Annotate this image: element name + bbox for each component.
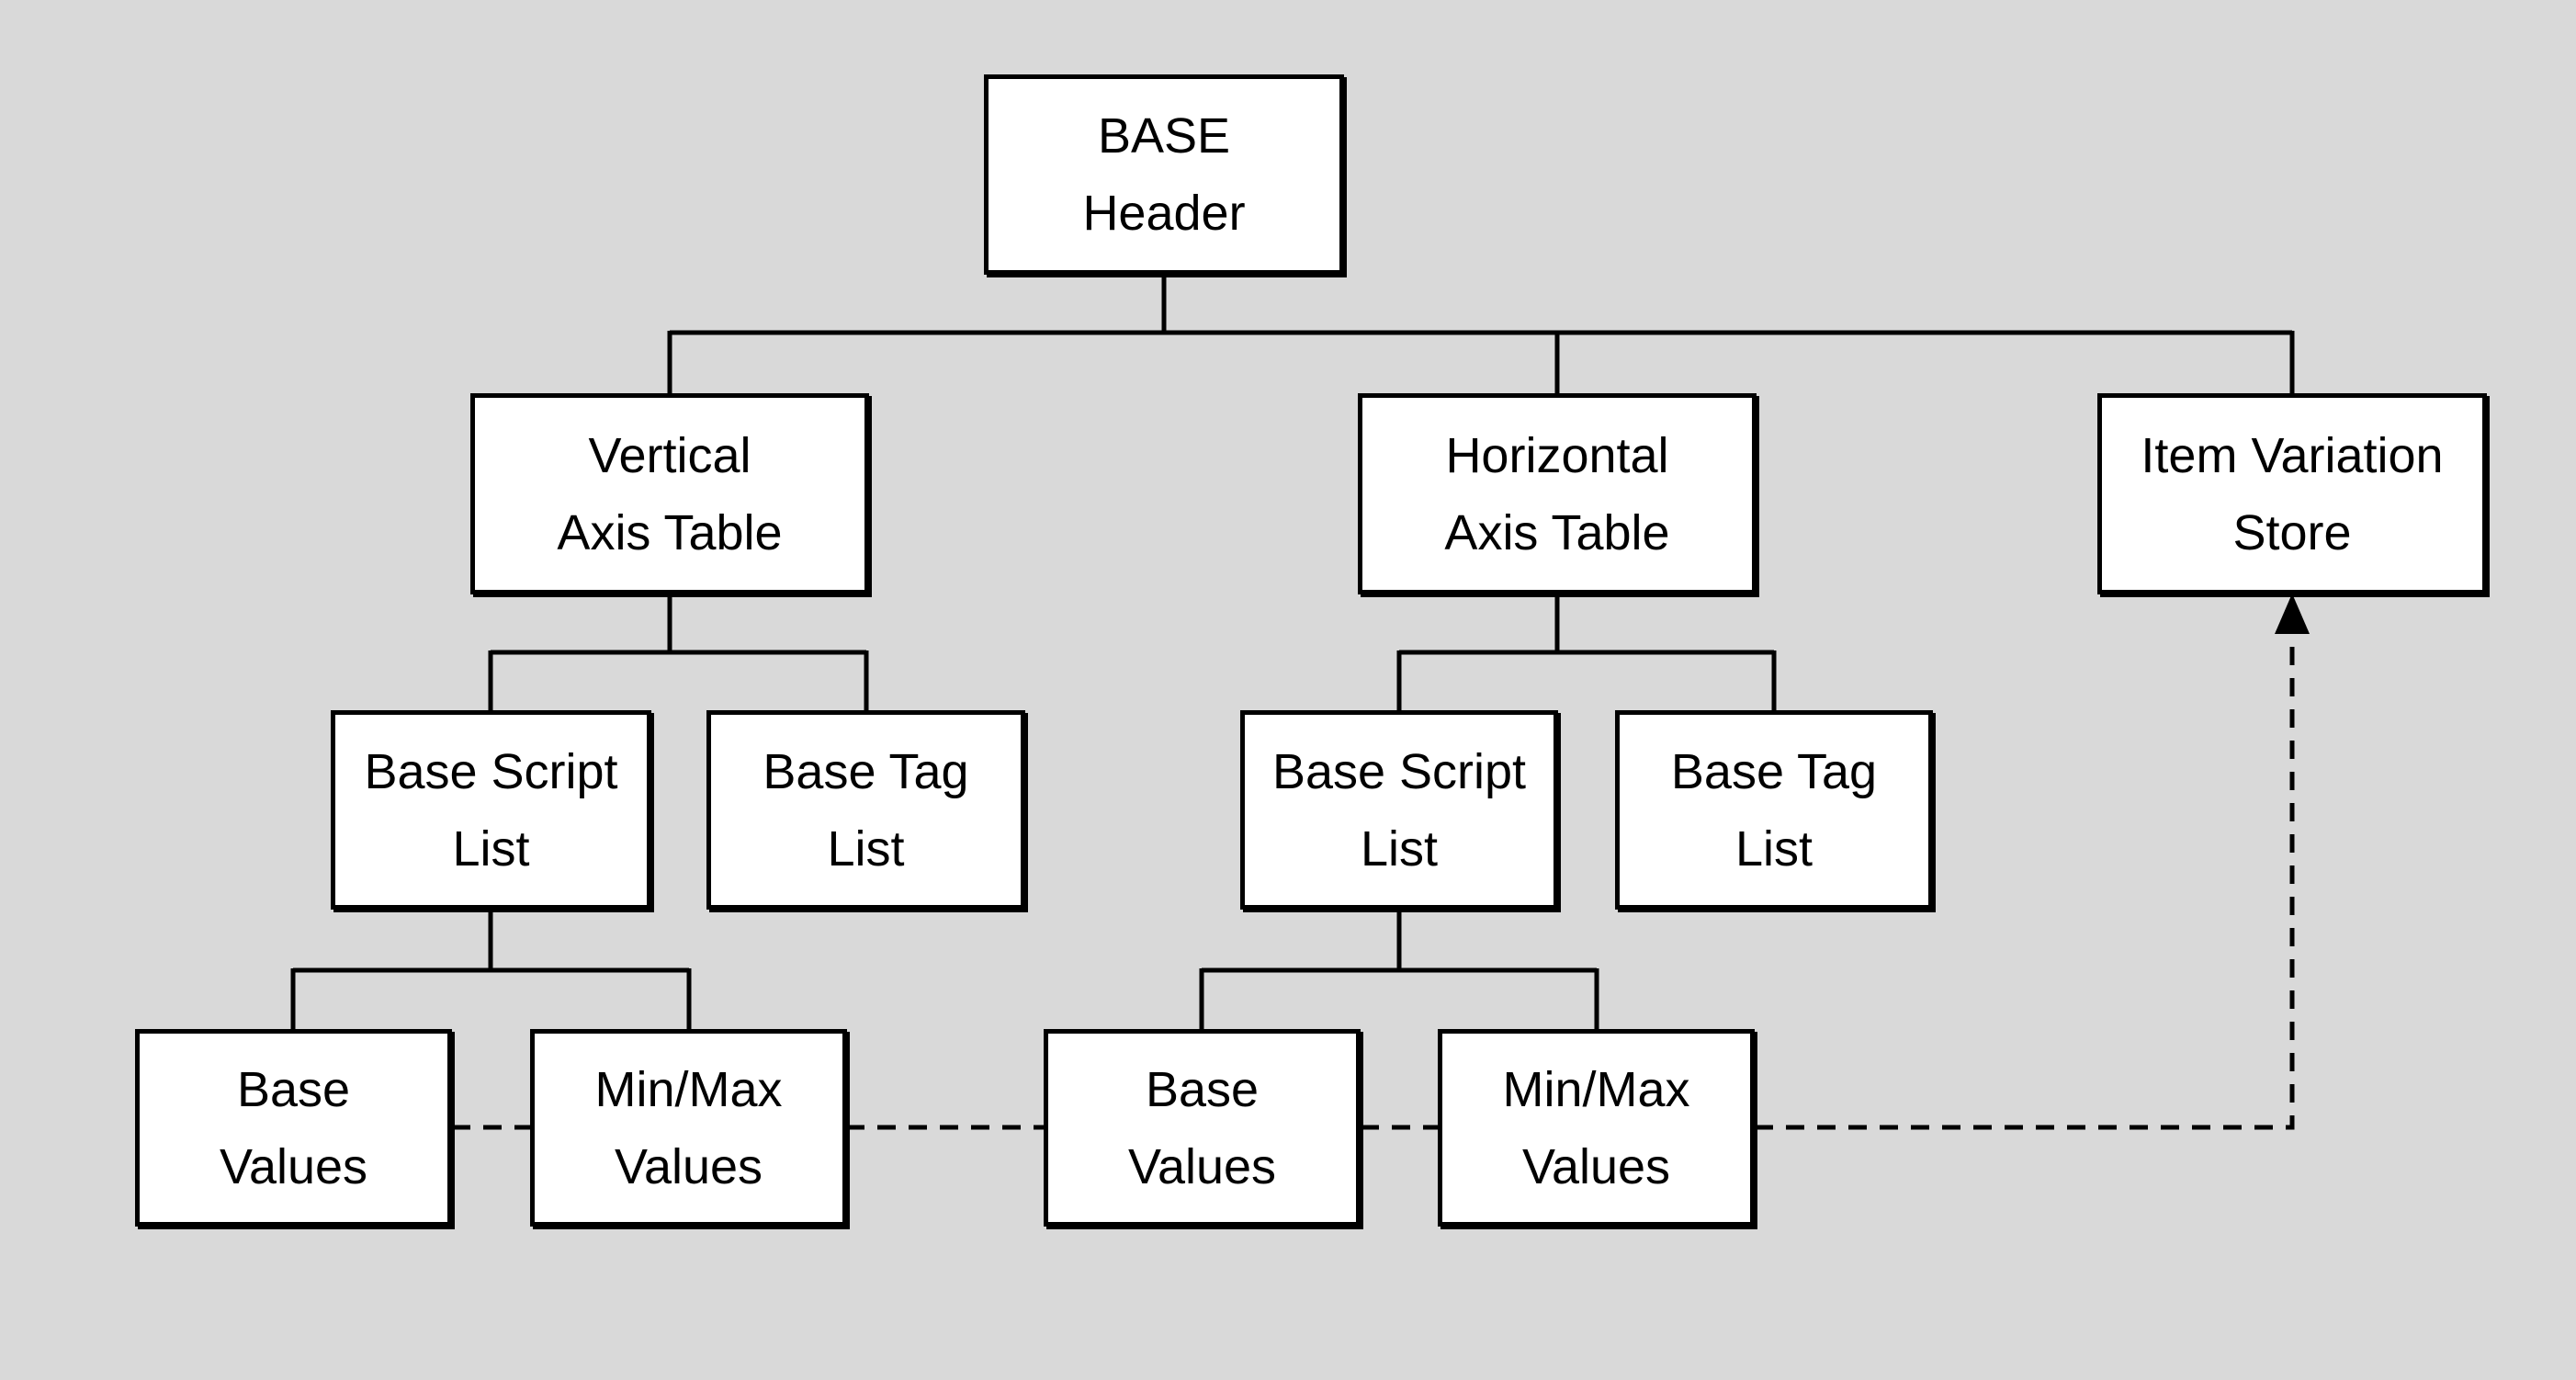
node-label: Horizontal Axis Table	[1444, 427, 1670, 560]
node-item-variation-store: Item Variation Store	[2097, 393, 2487, 594]
variation-store-dashed-link	[452, 632, 2295, 1130]
node-base-values-vertical: Base Values	[135, 1029, 452, 1227]
node-label: Base Script List	[1271, 743, 1527, 877]
dashed-arrowhead-up-icon	[2275, 594, 2310, 634]
node-label: Min/Max Values	[594, 1061, 783, 1194]
node-label: BASE Header	[1082, 108, 1246, 241]
node-label: Base Tag List	[1670, 743, 1878, 877]
node-minmax-values-vertical: Min/Max Values	[530, 1029, 847, 1227]
node-base-script-list-vertical: Base Script List	[331, 710, 651, 910]
node-label: Base Values	[1127, 1061, 1277, 1194]
node-label: Base Values	[219, 1061, 368, 1194]
node-label: Item Variation Store	[2141, 427, 2444, 560]
node-minmax-values-horizontal: Min/Max Values	[1438, 1029, 1755, 1227]
node-horizontal-axis-table: Horizontal Axis Table	[1358, 393, 1757, 594]
node-base-script-list-horizontal: Base Script List	[1240, 710, 1558, 910]
node-base-header: BASE Header	[984, 74, 1344, 275]
tree-connectors	[290, 275, 2295, 1029]
node-base-tag-list-horizontal: Base Tag List	[1615, 710, 1933, 910]
node-label: Base Tag List	[763, 743, 969, 877]
node-label: Min/Max Values	[1502, 1061, 1690, 1194]
node-label: Vertical Axis Table	[557, 427, 783, 560]
node-base-values-horizontal: Base Values	[1044, 1029, 1361, 1227]
node-base-tag-list-vertical: Base Tag List	[706, 710, 1025, 910]
node-label: Base Script List	[364, 743, 618, 877]
node-vertical-axis-table: Vertical Axis Table	[470, 393, 869, 594]
